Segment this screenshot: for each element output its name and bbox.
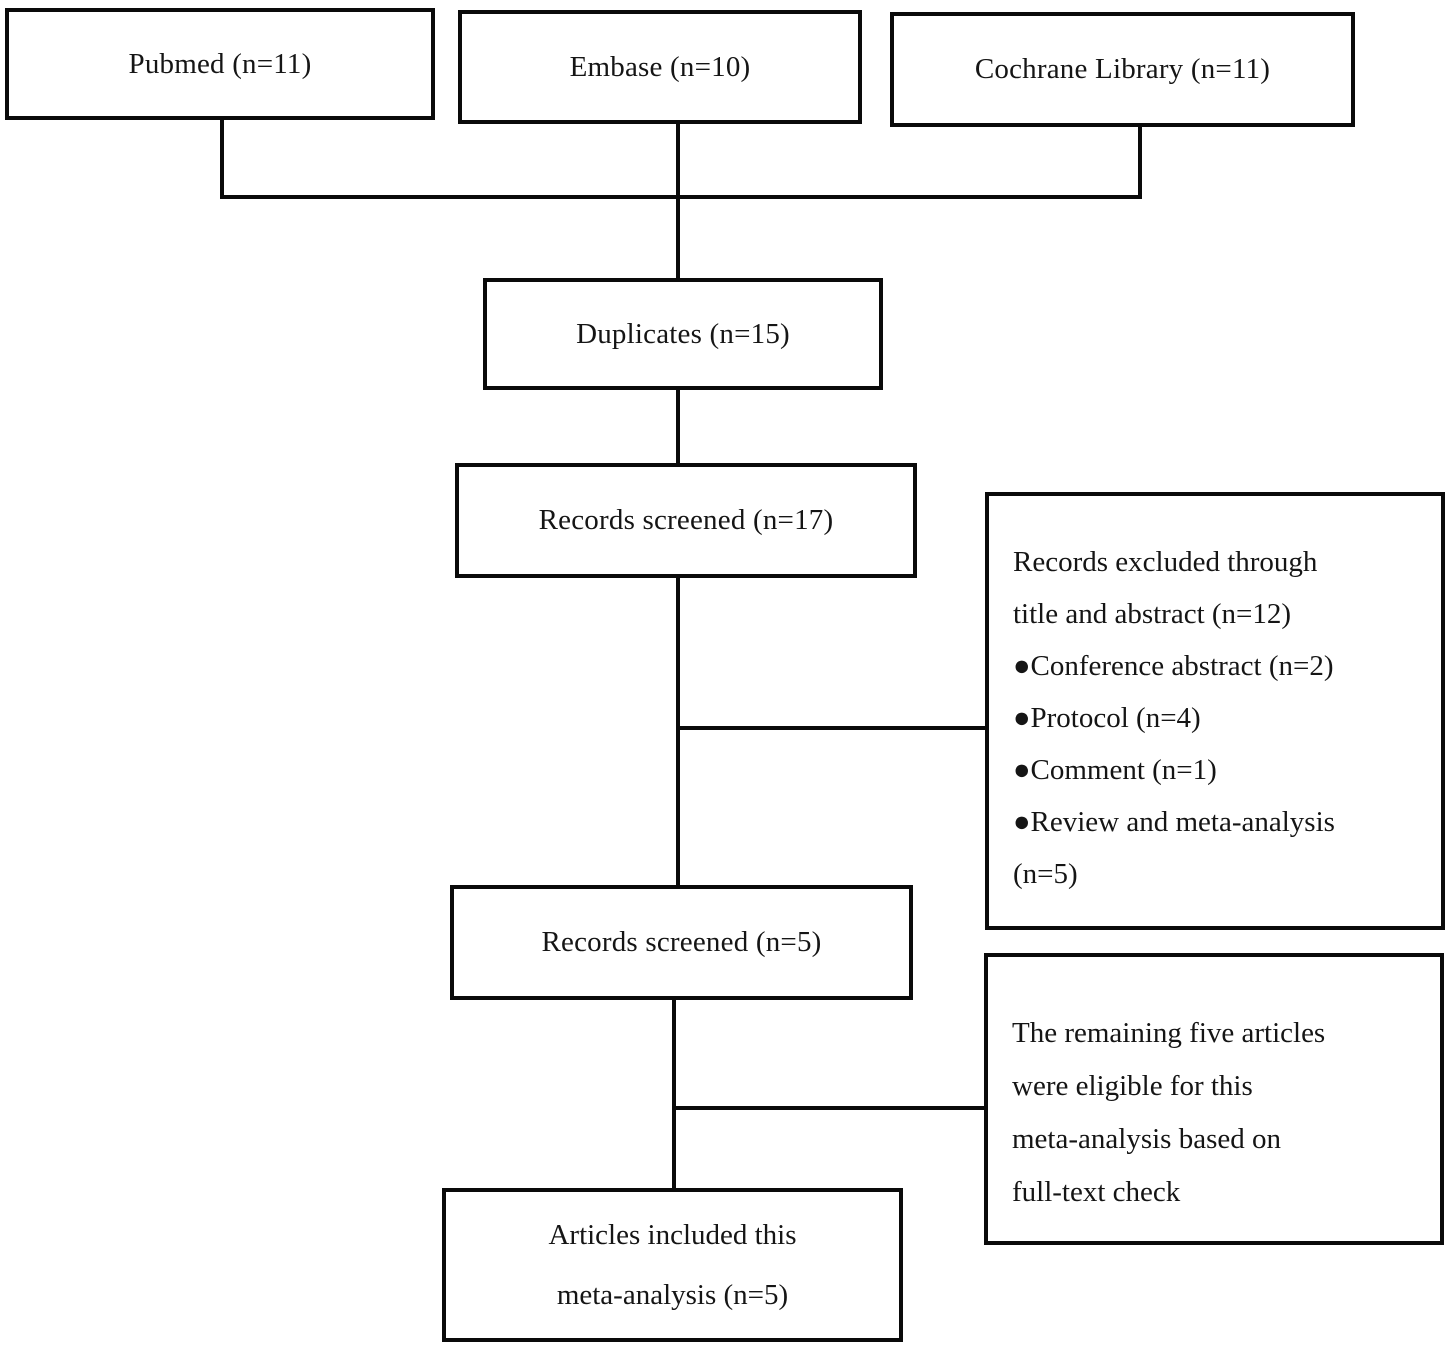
excluded-line: Records excluded through	[1013, 546, 1318, 578]
box-records-screened-5: Records screened (n=5)	[450, 885, 913, 1000]
eligible-line: were eligible for this	[1012, 1070, 1253, 1102]
connector-screened5-to-included	[672, 1000, 676, 1188]
excluded-bullet-comment: ●Comment (n=1)	[1013, 754, 1217, 786]
excluded-bullet-review-meta-analysis: ●Review and meta-analysis	[1013, 806, 1335, 838]
box-eligible-articles: The remaining five articles were eligibl…	[984, 953, 1444, 1245]
connector-branch-to-eligible	[672, 1106, 984, 1110]
box-pubmed: Pubmed (n=11)	[5, 8, 435, 120]
connector-cochrane-down	[1138, 125, 1142, 199]
box-articles-included: Articles included this meta-analysis (n=…	[442, 1188, 903, 1342]
box-duplicates-label: Duplicates (n=15)	[576, 317, 790, 350]
box-embase-label: Embase (n=10)	[569, 50, 751, 83]
box-duplicates: Duplicates (n=15)	[483, 278, 883, 390]
connector-screened17-to-screened5	[676, 578, 680, 885]
connector-branch-to-excluded	[676, 726, 987, 730]
excluded-line: (n=5)	[1013, 858, 1078, 890]
excluded-bullet-conference-abstract: ●Conference abstract (n=2)	[1013, 650, 1334, 682]
included-line: meta-analysis (n=5)	[556, 1279, 789, 1311]
eligible-line: The remaining five articles	[1012, 1017, 1326, 1049]
connector-pubmed-down	[220, 118, 224, 199]
box-pubmed-label: Pubmed (n=11)	[128, 47, 312, 80]
eligible-line: meta-analysis based on	[1012, 1123, 1281, 1155]
box-records-excluded: Records excluded through title and abstr…	[985, 492, 1445, 930]
box-records-screened-5-label: Records screened (n=5)	[541, 926, 822, 958]
box-cochrane-library: Cochrane Library (n=11)	[890, 12, 1355, 127]
connector-duplicates-to-screened17	[676, 390, 680, 463]
box-cochrane-library-label: Cochrane Library (n=11)	[974, 53, 1271, 85]
excluded-line: title and abstract (n=12)	[1013, 598, 1292, 630]
included-line: Articles included this	[548, 1219, 797, 1251]
box-records-screened-17-label: Records screened (n=17)	[538, 504, 834, 536]
box-embase: Embase (n=10)	[458, 10, 862, 124]
connector-embase-down-to-duplicates	[676, 122, 680, 278]
connector-merge-horizontal	[220, 195, 1142, 199]
box-records-screened-17: Records screened (n=17)	[455, 463, 917, 578]
eligible-line: full-text check	[1012, 1176, 1181, 1208]
excluded-bullet-protocol: ●Protocol (n=4)	[1013, 702, 1201, 734]
